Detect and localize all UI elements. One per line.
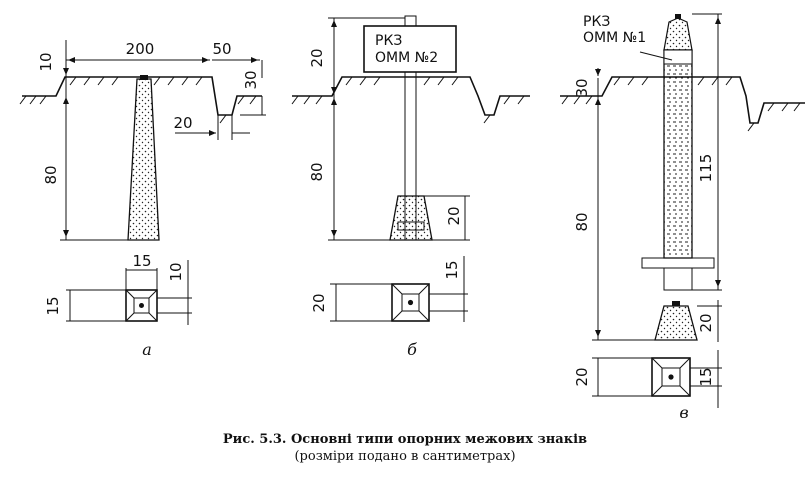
plan-dimensions-a	[66, 260, 192, 325]
dim-80-c: 80	[573, 212, 591, 231]
ground-profile-a	[19, 76, 262, 124]
panel-c: РКЗ ОММ №1 30 115 80 20	[560, 13, 805, 422]
plan-dim-15-c: 15	[697, 367, 715, 386]
sign-text-line2-b: ОММ №2	[375, 50, 438, 66]
pipe-c	[663, 49, 693, 259]
panel-letter-b: б	[407, 340, 417, 359]
concrete-base-b	[389, 195, 433, 241]
label-line1-c: РКЗ	[583, 14, 610, 30]
dim-200-a: 200	[126, 40, 155, 58]
figure-caption-title: Рис. 5.3. Основні типи опорних межових з…	[223, 432, 587, 447]
plan-dim-20-c: 20	[573, 367, 591, 386]
figure-caption-note: (розміри подано в сантиметрах)	[294, 449, 515, 464]
plan-view-a	[125, 289, 158, 322]
anchor-plate-c	[641, 257, 715, 269]
panel-letter-c: в	[679, 403, 688, 422]
post-cap-a	[140, 75, 148, 80]
dim-20-top-b: 20	[308, 48, 326, 67]
pole-b	[404, 15, 417, 27]
panel-letter-a: а	[142, 340, 152, 359]
dim-115-c: 115	[697, 154, 715, 183]
ground-profile-b	[291, 76, 530, 124]
panel-b: РКЗ ОММ №2 20 80 20	[291, 15, 530, 359]
panel-a: 10 200 50 30 20 80 15 15 10 а	[19, 40, 266, 359]
boundary-post-a	[127, 78, 160, 241]
plan-view-c	[651, 357, 691, 397]
dimension-lines-c	[592, 13, 722, 342]
dim-30-c: 30	[573, 78, 591, 97]
dim-20-base-c: 20	[697, 313, 715, 332]
concrete-base-c	[654, 305, 698, 341]
label-line2-c: ОММ №1	[583, 30, 646, 46]
plan-dimensions-b	[330, 256, 468, 322]
plan-dimensions-c	[592, 350, 722, 408]
dim-20-a: 20	[173, 114, 192, 132]
dim-20-base-b: 20	[445, 206, 463, 225]
plan-dim-10-a: 10	[167, 262, 185, 281]
dim-10-a: 10	[37, 52, 55, 71]
plan-dim-20-b: 20	[310, 293, 328, 312]
plan-view-b	[391, 283, 430, 322]
marker-tip-c	[663, 17, 693, 51]
sign-text-line1-b: РКЗ	[375, 33, 402, 49]
ground-profile-c	[560, 76, 805, 132]
plan-dim-15-width-a: 15	[132, 252, 151, 270]
dim-80-a: 80	[42, 165, 60, 184]
dim-30-a: 30	[242, 70, 260, 89]
plan-dim-15-b: 15	[443, 260, 461, 279]
dimension-lines-b	[328, 17, 470, 241]
dim-80-b: 80	[308, 162, 326, 181]
plan-dim-15-height-a: 15	[44, 296, 62, 315]
dim-50-a: 50	[212, 40, 231, 58]
dimension-lines-a	[60, 40, 266, 241]
